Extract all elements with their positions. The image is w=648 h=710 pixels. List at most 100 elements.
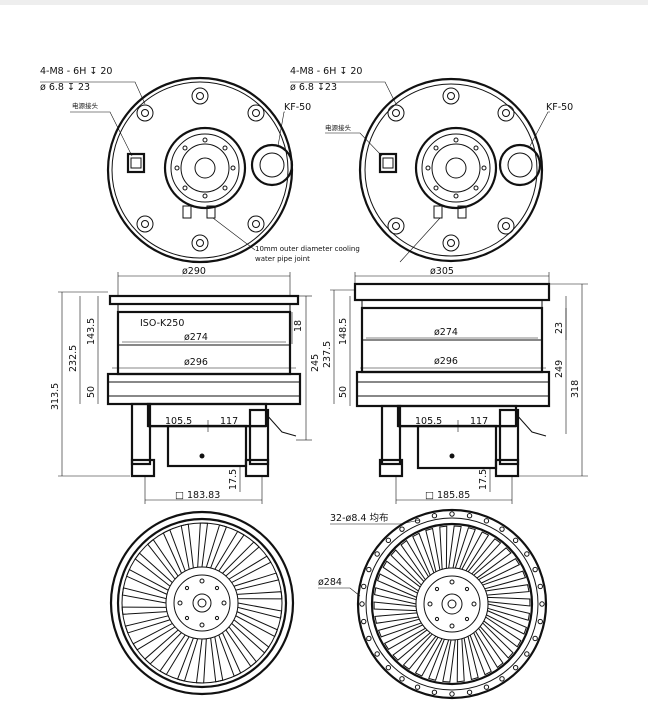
fan-blade [124, 615, 171, 634]
left-flange-label: KF-50 [284, 102, 311, 113]
bolt-hole [512, 537, 519, 544]
fan-blade [456, 638, 465, 683]
right-h-17: 17.5 [478, 469, 489, 490]
bolt-hole [431, 513, 438, 519]
left-top-view [40, 76, 294, 264]
left-square: □ 183.83 [175, 490, 220, 501]
fan-blade [121, 587, 167, 604]
left-flange-iso: ISO-K250 [140, 318, 184, 329]
right-h-148: 148.5 [338, 318, 349, 345]
left-side-view [58, 272, 312, 504]
fan-blade [159, 634, 190, 676]
left-inner-dia: ø274 [184, 332, 208, 343]
fan-blade [479, 622, 514, 659]
bolt-hole [385, 537, 392, 544]
fan-blade [486, 596, 531, 607]
left-h-245: 245 [310, 354, 321, 372]
right-h-23: 23 [554, 322, 565, 334]
bolt-hole [466, 689, 473, 695]
right-h-318: 318 [570, 380, 581, 398]
bolt-hole [483, 684, 490, 690]
bolt-hole [359, 601, 365, 607]
left-w-105: 105.5 [165, 416, 192, 427]
fan-blade [448, 525, 462, 569]
fan-blade [439, 525, 448, 570]
fan-blade [231, 618, 270, 654]
left-hole-spec: ø 6.8 ↧ 23 [40, 82, 90, 93]
bolt-hole [483, 518, 490, 524]
fan-blade [195, 638, 207, 684]
cooling-note-line1: 10mm outer diameter cooling [255, 245, 360, 253]
fan-blade [218, 631, 242, 677]
right-h-237: 237.5 [322, 341, 333, 368]
right-bottom-pcd: ø284 [318, 577, 342, 588]
left-body-dia: ø296 [184, 357, 208, 368]
bolt-hole [524, 651, 530, 657]
bolt-hole [366, 635, 372, 642]
left-power-label: 电源接头 [72, 101, 99, 110]
left-h-18: 18 [293, 320, 304, 332]
fan-blade [176, 637, 199, 682]
fan-blade [162, 529, 186, 575]
right-side-view [330, 272, 588, 504]
fan-blade [225, 626, 257, 668]
bolt-hole [449, 691, 455, 697]
fan-blade [442, 639, 456, 683]
fan-blade [374, 612, 420, 624]
bolt-hole [449, 511, 455, 517]
fan-blade [121, 606, 168, 615]
fan-blade [463, 635, 479, 681]
right-thread-spec: 4-M8 - 6H ↧ 20 [290, 66, 362, 77]
bolt-hole [466, 513, 473, 519]
left-bottom-view [109, 510, 295, 696]
bolt-hole [374, 551, 380, 557]
bolt-hole [499, 526, 505, 532]
fan-blade [373, 587, 417, 605]
right-w-117: 117 [470, 416, 488, 427]
left-w-117: 117 [220, 416, 238, 427]
right-hole-spec: ø 6.8 ↧23 [290, 82, 337, 93]
right-top-view [290, 77, 550, 263]
left-h-50: 50 [86, 386, 97, 398]
bolt-hole [361, 618, 367, 625]
fan-blade [484, 584, 530, 596]
fan-blade [147, 538, 179, 580]
right-power-label: 电源接头 [325, 123, 352, 132]
right-h-249: 249 [554, 360, 565, 378]
bolt-hole [537, 583, 543, 590]
left-h-total: 313.5 [50, 383, 61, 410]
bolt-hole [499, 676, 505, 682]
left-h-143: 143.5 [86, 318, 97, 345]
fan-blade [373, 601, 418, 612]
bolt-hole [399, 526, 405, 532]
bolt-hole [537, 618, 543, 625]
bolt-hole [524, 551, 530, 557]
bolt-hole [414, 684, 421, 690]
cooling-note-line2: water pipe joint [255, 255, 310, 263]
right-w-105: 105.5 [415, 416, 442, 427]
top-strip [0, 0, 648, 5]
fan-blade [197, 522, 209, 568]
left-h-232: 232.5 [68, 345, 79, 372]
fan-blade [214, 530, 245, 572]
bolt-hole [539, 601, 545, 607]
bolt-hole [431, 689, 438, 695]
right-body-dia: ø296 [434, 356, 458, 367]
fan-blade [210, 636, 224, 683]
bolt-hole [532, 566, 538, 573]
fan-blade [236, 591, 283, 600]
right-flange-label: KF-50 [546, 102, 573, 113]
right-bottom-holes: 32-ø8.4 均布 [330, 512, 388, 524]
bolt-hole [361, 583, 367, 590]
bolt-hole [366, 566, 372, 573]
fan-blade [180, 523, 194, 570]
fan-blade [237, 602, 283, 619]
fan-blade [233, 572, 280, 591]
left-top-dia: ø290 [182, 266, 206, 277]
right-square: □ 185.85 [425, 490, 470, 501]
bolt-hole [512, 664, 519, 671]
fan-blade [390, 549, 425, 586]
fan-blade [425, 527, 441, 573]
fan-blade [134, 552, 173, 588]
